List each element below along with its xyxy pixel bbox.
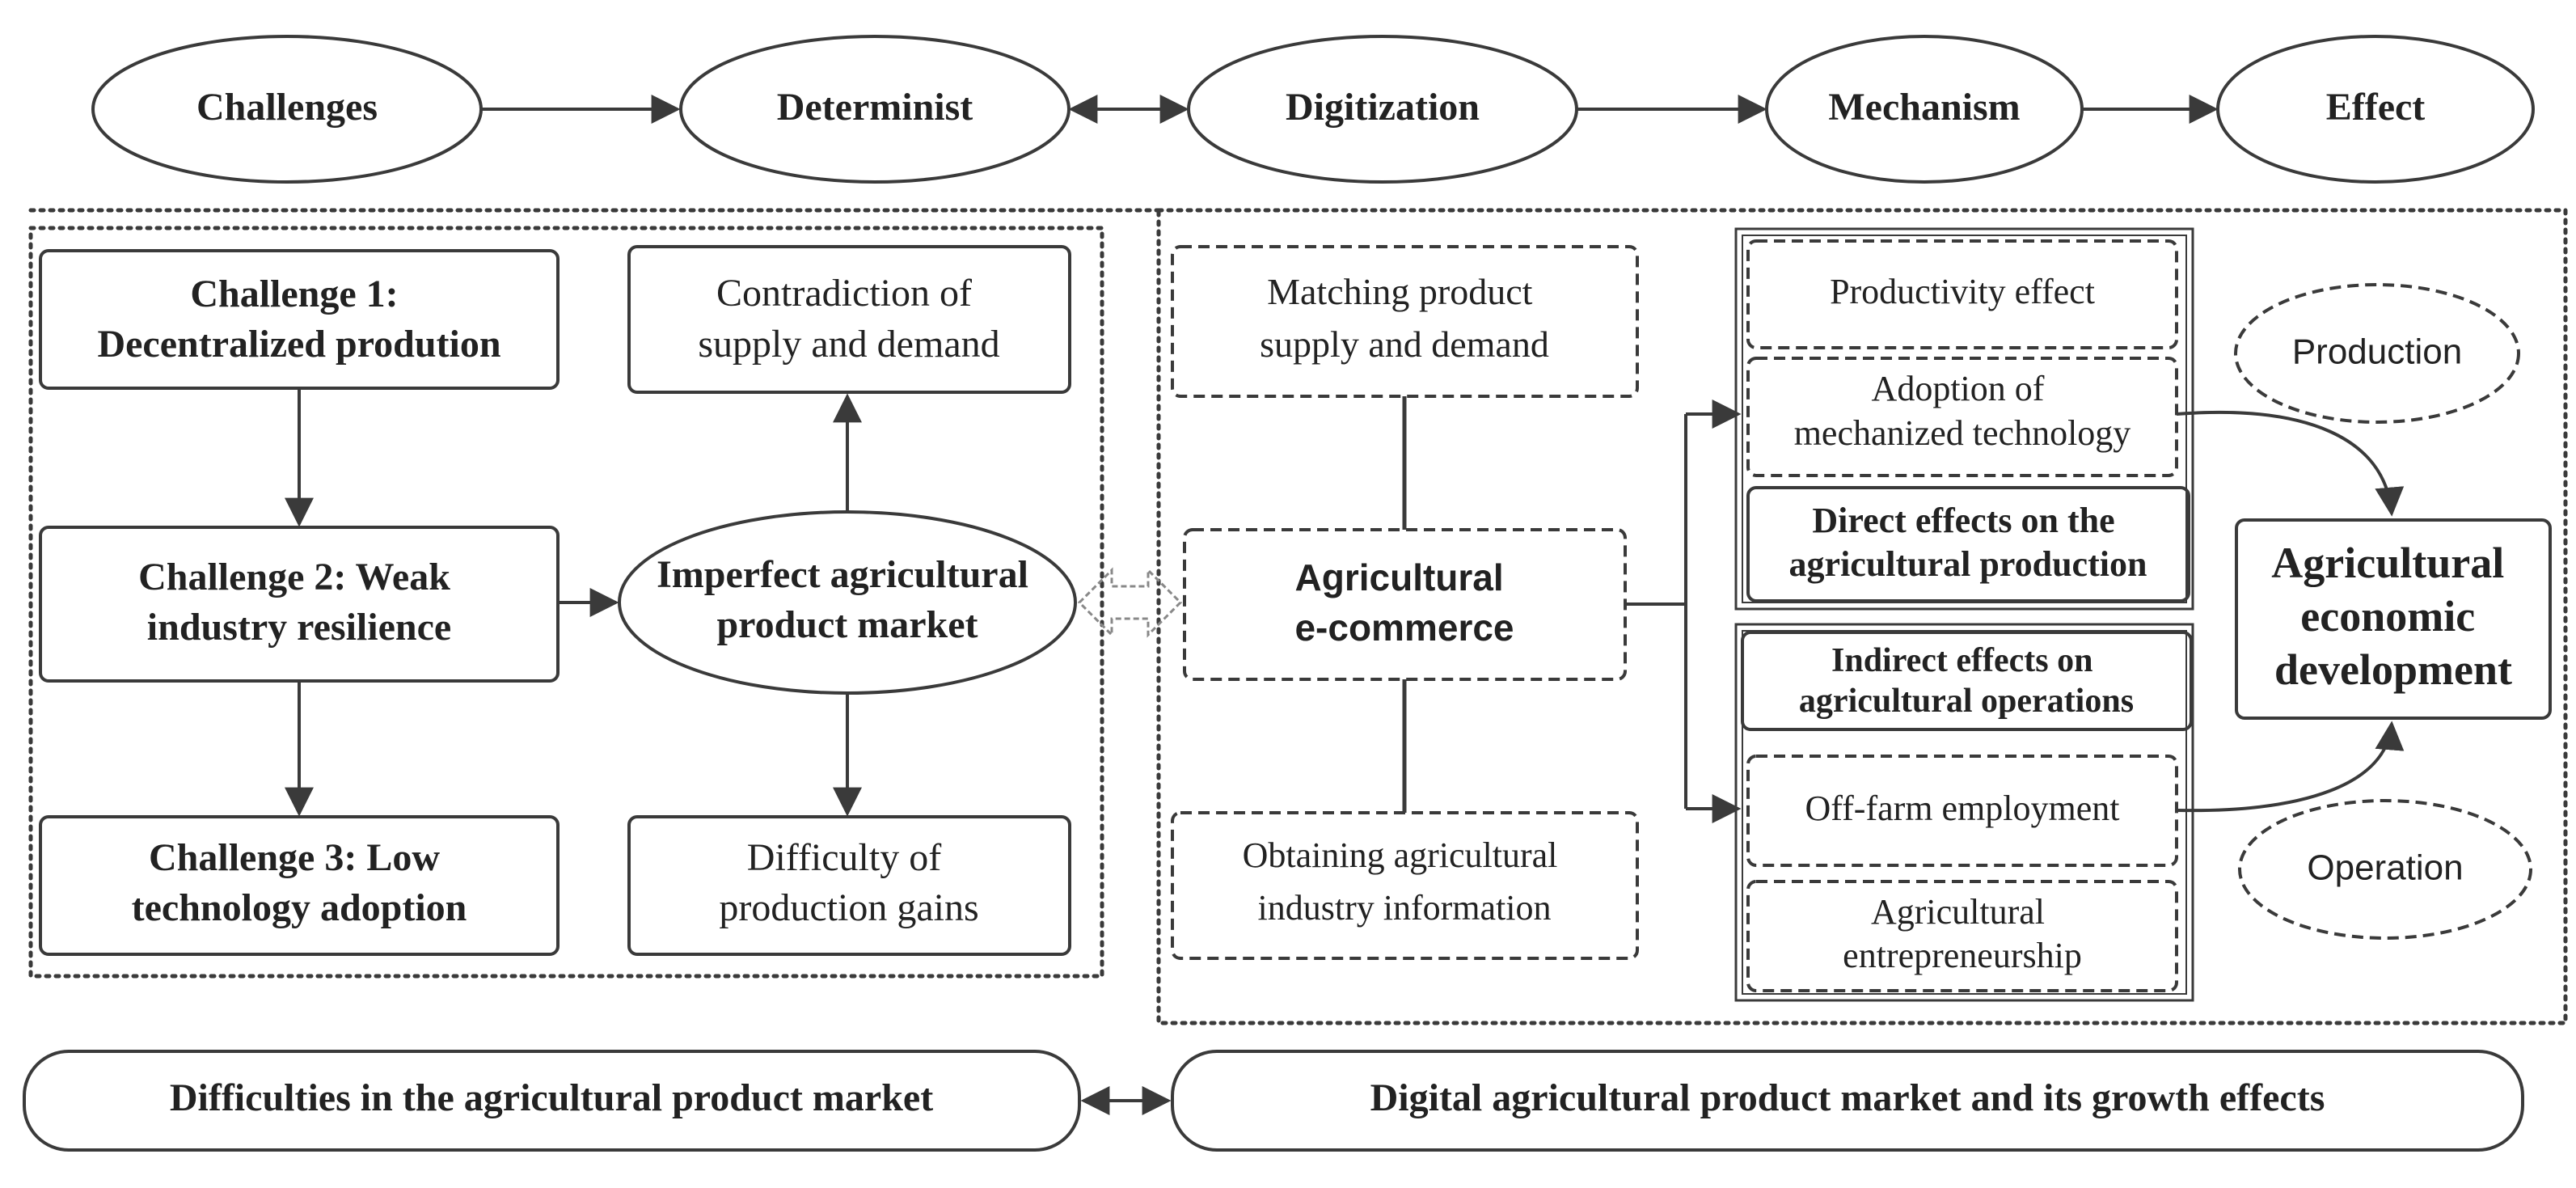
imperfect-market-label: Imperfect agricultural product market	[657, 553, 1038, 646]
entrepreneurship-label: Agricultural entrepreneurship	[1843, 892, 2082, 975]
productivity-box	[1746, 239, 2178, 349]
effect-label: Effect	[2326, 86, 2426, 129]
ecommerce-label: Agricultural e-commerce	[1294, 556, 1514, 649]
hollow-double-arrow	[1077, 567, 1183, 638]
difficulty-label: Difficulty of production gains	[719, 836, 978, 929]
challenge2-box	[39, 526, 560, 683]
curve-mechanized-development	[2176, 410, 2405, 517]
bottom-right-box	[1171, 1050, 2524, 1152]
development-label: Agricultural economic development	[2271, 539, 2515, 694]
challenges-label: Challenges	[196, 86, 378, 129]
direct-effects-label: Direct effects on the agricultural produ…	[1789, 501, 2147, 584]
mechanism-label: Mechanism	[1828, 86, 2020, 129]
contradiction-label: Contradiction of supply and demand	[698, 272, 999, 366]
difficulty-box	[627, 815, 1071, 956]
bottom-right-label: Digital agricultural product market and …	[1370, 1076, 2325, 1119]
challenges-ellipse	[91, 35, 483, 184]
mechanized-box	[1746, 357, 2178, 477]
mechanized-label: Adoption of mechanized technology	[1794, 369, 2131, 453]
challenge3-box	[39, 815, 560, 956]
operation-ellipse	[2238, 799, 2532, 940]
indirect-group-outer	[1734, 623, 2194, 1002]
bottom-left-label: Difficulties in the agricultural product…	[170, 1076, 933, 1119]
ecommerce-box	[1183, 528, 1627, 681]
direct-effects-box	[1746, 486, 2190, 602]
determinist-label: Determinist	[777, 86, 973, 129]
challenge1-box	[39, 249, 560, 390]
curve-offfarm-development	[2176, 721, 2405, 813]
production-ellipse	[2234, 283, 2520, 424]
bottom-left-box	[23, 1050, 1081, 1152]
challenge2-label: Challenge 2: Weak industry resilience	[138, 556, 460, 649]
indirect-effects-box	[1741, 631, 2193, 731]
top-flow-row	[91, 35, 2535, 184]
challenge3-label: Challenge 3: Low technology adoption	[132, 836, 467, 929]
obtaining-box	[1171, 811, 1639, 960]
entrepreneurship-box	[1746, 880, 2178, 992]
productivity-label: Productivity effect	[1830, 272, 2095, 311]
digitization-label: Digitization	[1286, 86, 1480, 129]
production-label: Production	[2292, 332, 2462, 372]
right-panel-border	[1156, 208, 2568, 1025]
matching-box	[1171, 245, 1639, 398]
off-farm-label: Off-farm employment	[1805, 788, 2120, 828]
challenge1-label: Challenge 1: Decentralized prodution	[97, 273, 500, 366]
development-box	[2235, 518, 2552, 720]
obtaining-label: Obtaining agricultural industry informat…	[1243, 835, 1567, 928]
direct-group-outer	[1734, 227, 2194, 611]
left-panel-border	[28, 226, 1104, 979]
contradiction-box	[627, 245, 1071, 394]
indirect-effects-label: Indirect effects on agricultural operati…	[1799, 642, 2134, 720]
matching-label: Matching product supply and demand	[1260, 271, 1549, 365]
imperfect-market-ellipse	[618, 510, 1077, 695]
operation-label: Operation	[2307, 848, 2463, 888]
